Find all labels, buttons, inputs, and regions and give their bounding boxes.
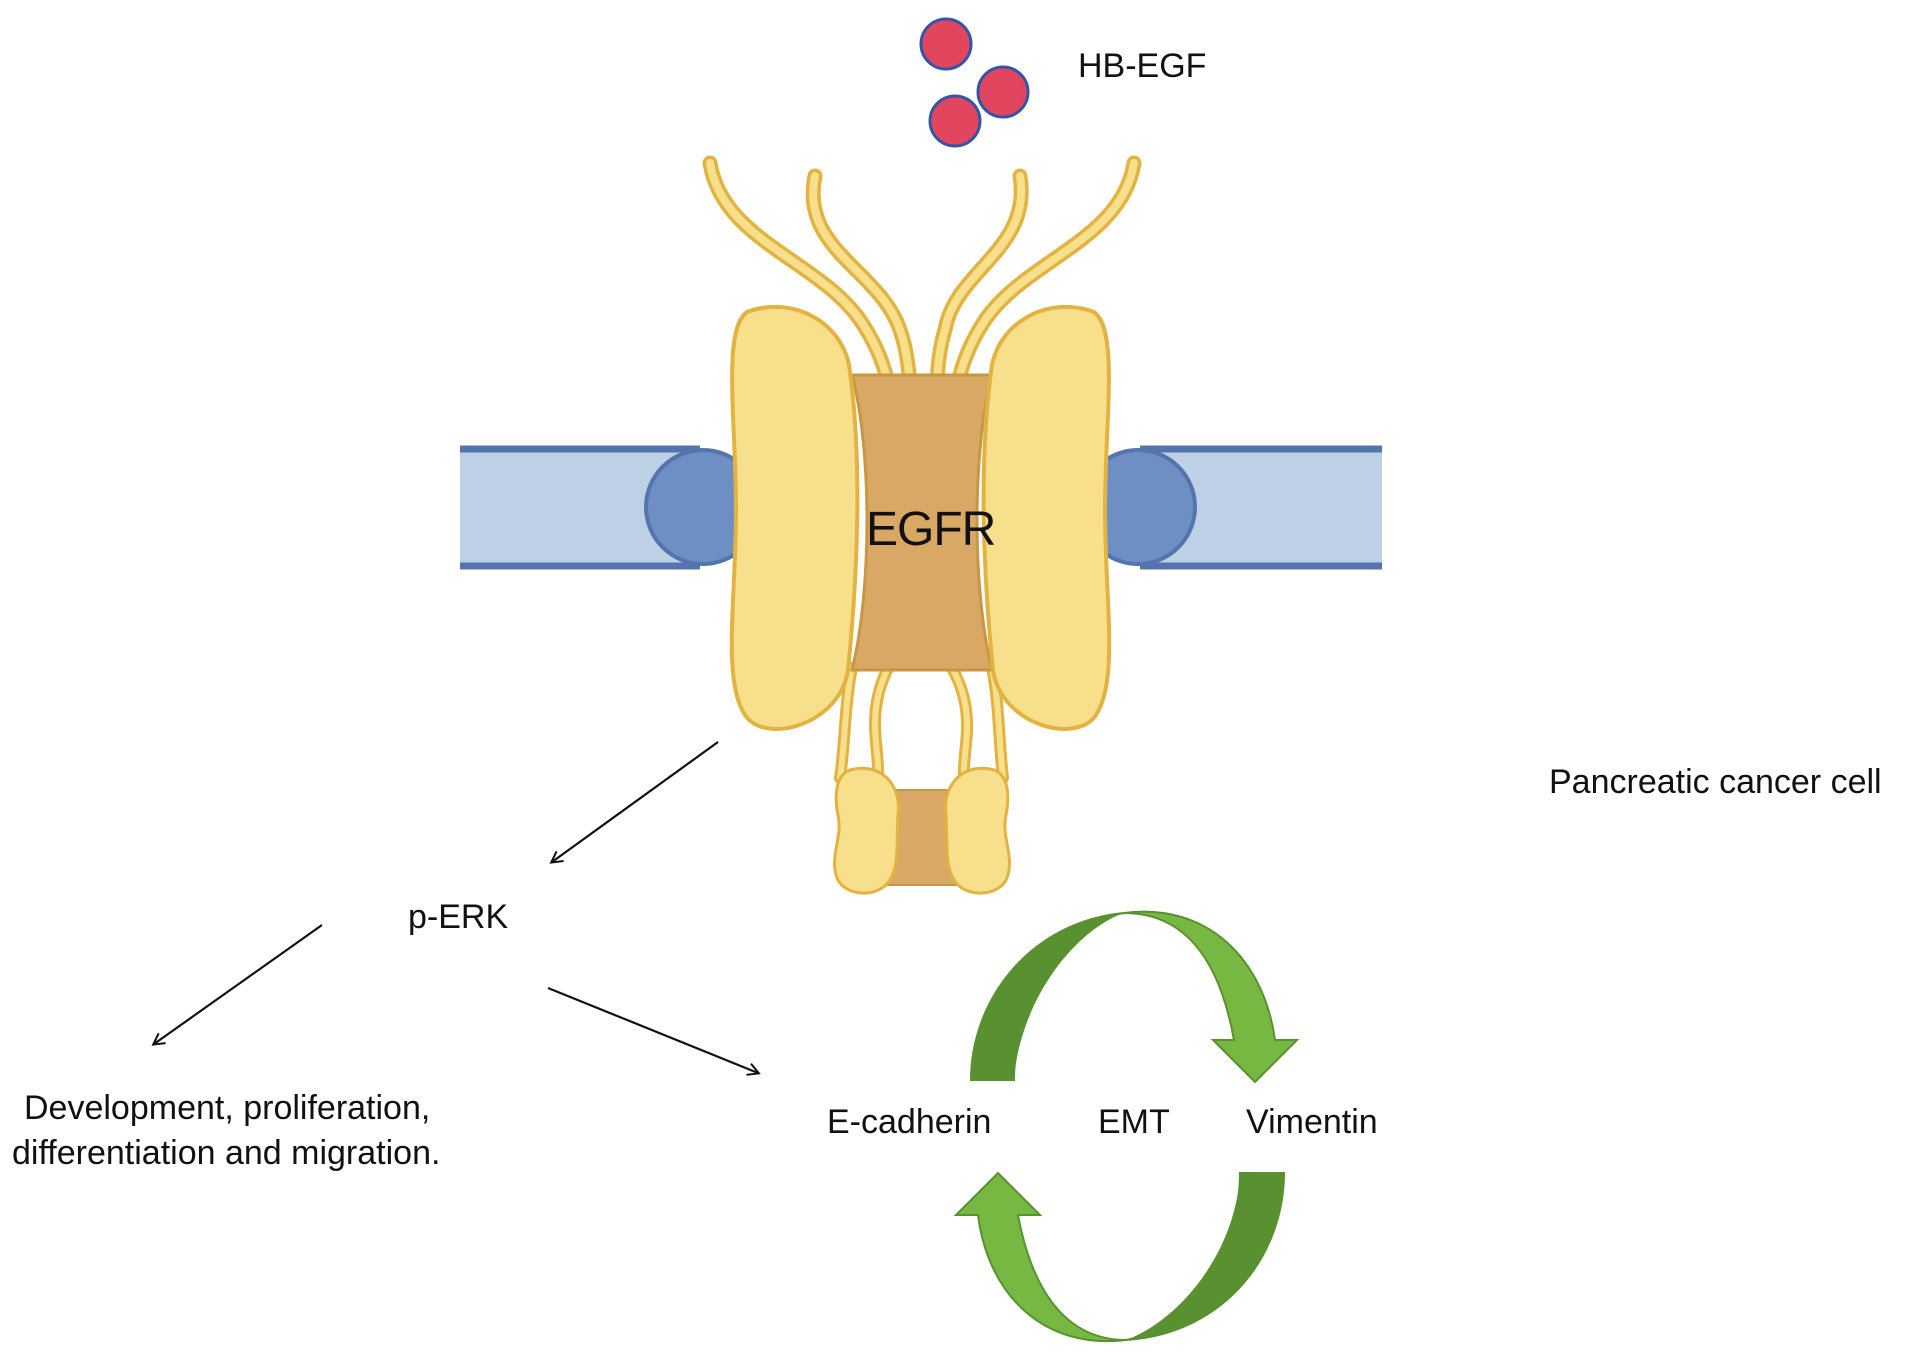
pathway-arrows — [154, 741, 758, 1073]
outcome-label-line1: Development, proliferation, — [24, 1089, 431, 1127]
e-cadherin-label: E-cadherin — [827, 1103, 992, 1141]
hb-egf-label: HB-EGF — [1078, 47, 1207, 85]
cell-membrane-right — [1079, 445, 1382, 570]
hb-egf-ligands — [919, 17, 1030, 148]
kinase-lobe-left — [832, 766, 900, 895]
arrow-perk-to-emt — [547, 986, 758, 1073]
egfr-label: EGFR — [866, 503, 996, 556]
receptor-lobe-left — [729, 305, 860, 731]
ligand-sphere — [928, 94, 982, 148]
egfr-receptor — [702, 155, 1142, 895]
outcome-label-line2: differentiation and migration. — [12, 1134, 441, 1172]
arrow-perk-to-outcome — [154, 924, 323, 1044]
receptor-lobe-right — [981, 305, 1112, 731]
ligand-sphere — [919, 17, 973, 71]
cell-membrane-left — [460, 445, 762, 570]
ligand-sphere — [976, 65, 1030, 119]
emt-label: EMT — [1098, 1103, 1170, 1141]
perk-label: p-ERK — [408, 898, 509, 936]
kinase-lobe-right — [944, 766, 1012, 895]
cell-type-label: Pancreatic cancer cell — [1549, 763, 1882, 801]
emt-cycle-arrows — [953, 910, 1300, 1343]
vimentin-label: Vimentin — [1246, 1103, 1378, 1141]
arrow-egfr-to-perk — [552, 741, 719, 862]
